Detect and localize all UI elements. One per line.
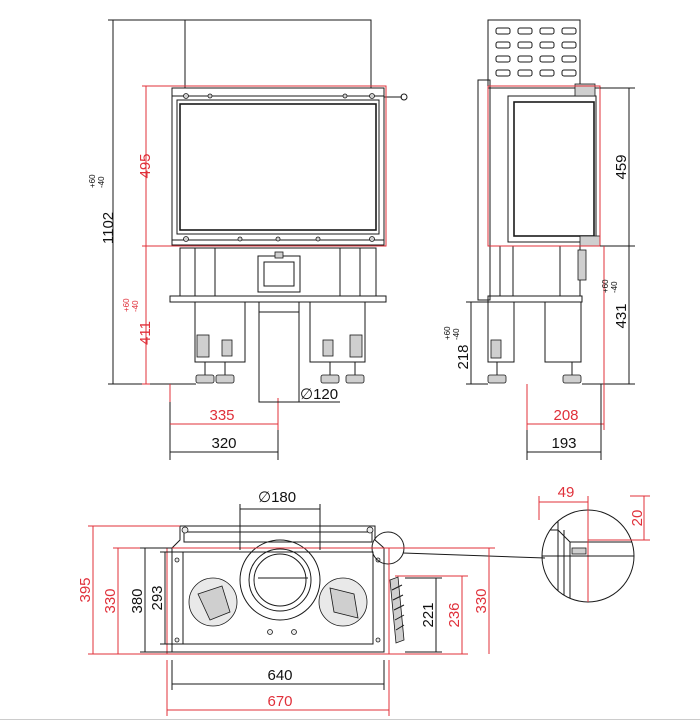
dim-inlet-height-tol-upper: +60 [443, 326, 452, 340]
side-top-box [487, 19, 581, 89]
dim-overall-height: 1102 [100, 212, 117, 244]
dim-lower-height-tol-upper: +60 [601, 279, 610, 293]
top-body [182, 551, 374, 645]
dim-depth-black: 193 [551, 435, 576, 452]
dim-overall-height-tol-upper: +60 [88, 174, 97, 188]
side-body [487, 87, 601, 247]
dim-leg-height-tol-upper: +60 [122, 298, 131, 312]
front-red-frame [145, 85, 387, 247]
front-legs [194, 301, 366, 384]
dim-leg-height-tol-lower: -40 [131, 300, 140, 312]
dim-depth-red: 330 [102, 588, 119, 613]
side-view [466, 19, 635, 460]
dim-glass-height: 459 [613, 154, 630, 179]
front-glass [179, 103, 377, 231]
dim-side-236: 236 [446, 602, 463, 627]
dim-flue-diameter: ∅180 [258, 489, 296, 506]
dim-outlet-diameter: ∅120 [300, 386, 338, 403]
hatched-bracket [389, 576, 405, 644]
dim-side-330: 330 [473, 588, 490, 613]
dim-width-black: 640 [267, 667, 292, 684]
dim-depth-black: 380 [129, 588, 146, 613]
top-view [88, 504, 546, 716]
top-red-frame [166, 547, 390, 655]
dim-overall-height-tol-lower: -40 [97, 176, 106, 188]
dim-side-221: 221 [420, 602, 437, 627]
front-top-box [184, 19, 372, 89]
flue-outer [239, 539, 321, 621]
side-red-frame [487, 85, 601, 247]
dim-half-width-red: 335 [209, 407, 234, 424]
bottom-rule [0, 719, 700, 720]
dim-half-width-black: 320 [211, 435, 236, 452]
front-glass-frame [176, 99, 380, 235]
dim-inlet-height-tol-lower: -40 [452, 328, 461, 340]
dim-inlet-height: 218 [455, 344, 472, 369]
dim-depth-inner: 293 [149, 585, 166, 610]
dim-leg-height: 411 [137, 321, 154, 345]
front-view [108, 19, 408, 460]
side-glass [513, 101, 595, 237]
front-body [171, 87, 385, 246]
vent-slots [495, 27, 577, 77]
dim-detail-20: 20 [629, 510, 646, 527]
dim-frame-height: 495 [137, 153, 154, 178]
dim-depth-outer-red: 395 [77, 577, 94, 602]
dim-lower-height: 431 [613, 303, 630, 328]
dim-detail-49: 49 [558, 484, 575, 501]
dim-lower-height-tol-lower: -40 [610, 281, 619, 293]
dim-width-red: 670 [267, 693, 292, 710]
flue-inner [248, 548, 312, 612]
air-inlets [188, 577, 368, 627]
dim-depth-red: 208 [553, 407, 578, 424]
outlet-pipe [258, 301, 300, 403]
